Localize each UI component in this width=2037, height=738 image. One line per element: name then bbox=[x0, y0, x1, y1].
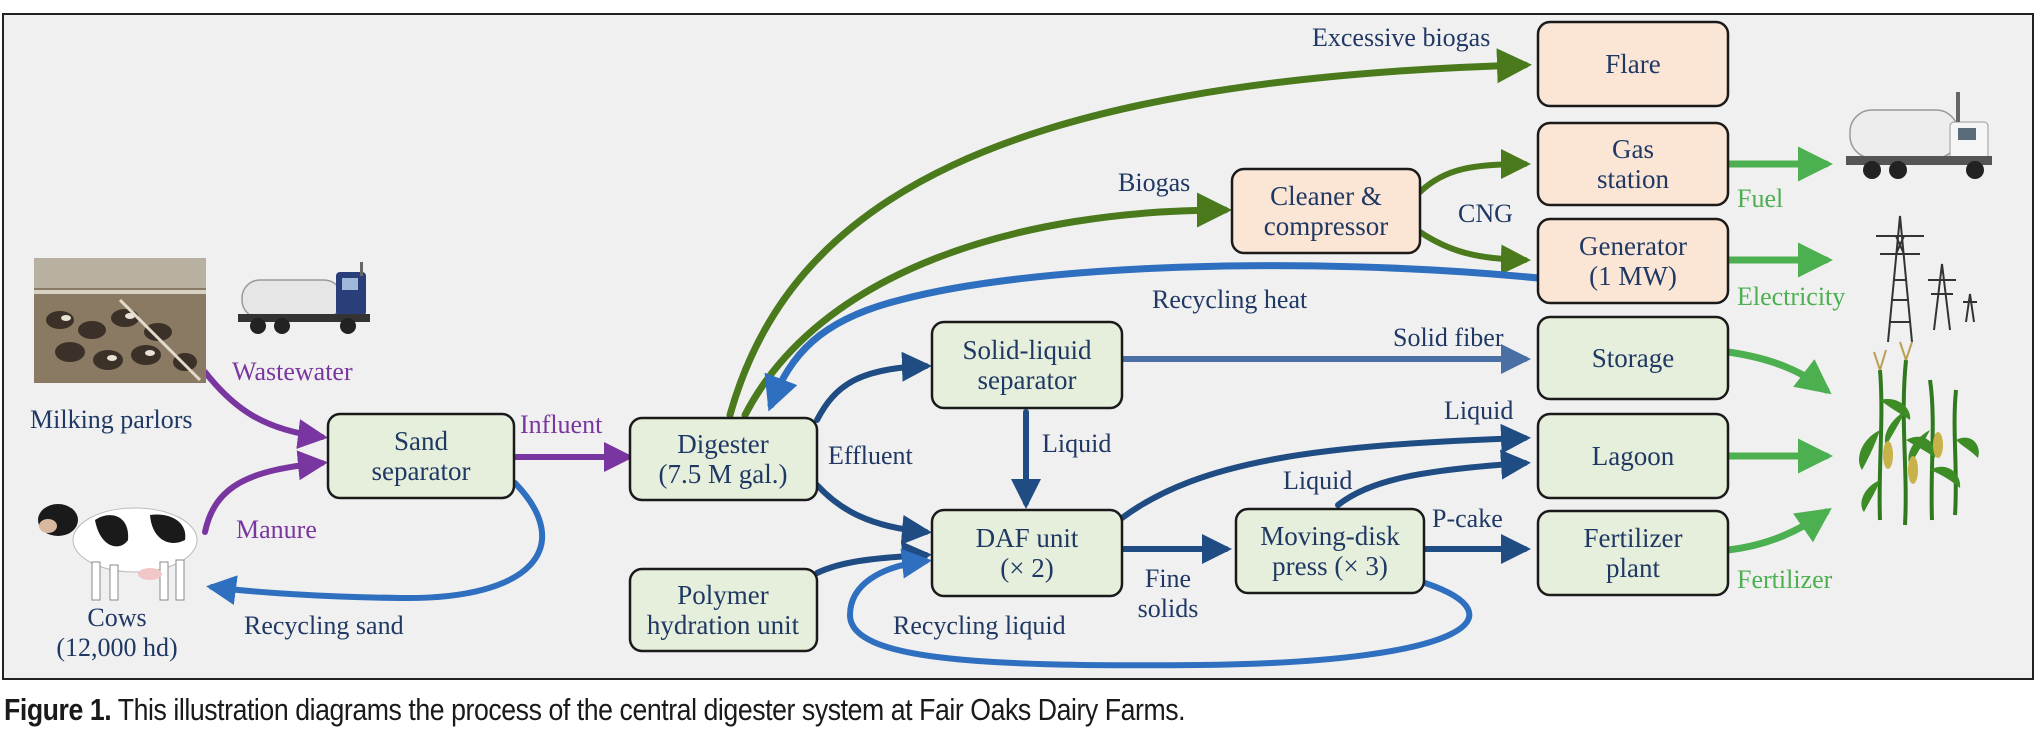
sand-separator-box bbox=[326, 412, 516, 500]
effluent-to-sl-arrow bbox=[814, 351, 932, 423]
fertilizer-out-arrow bbox=[1724, 508, 1832, 554]
milking-parlors-label: Milking parlors bbox=[30, 405, 193, 434]
biogas-label: Biogas bbox=[1118, 168, 1190, 197]
lagoon-label: Lagoon bbox=[1592, 441, 1675, 471]
excess-biogas-arrow bbox=[726, 48, 1532, 419]
manure-arrow bbox=[202, 450, 328, 535]
recycling-liquid-label: Recycling liquid bbox=[893, 611, 1066, 640]
cows-label: Cows(12,000 hd) bbox=[56, 603, 177, 662]
corn-plant-icon bbox=[1859, 341, 1979, 526]
generator-box bbox=[1536, 217, 1730, 305]
storage-out-arrow bbox=[1724, 348, 1832, 395]
recycling-sand-label: Recycling sand bbox=[244, 611, 404, 640]
recycling-heat-arrow bbox=[764, 262, 1542, 412]
fuel-truck-icon bbox=[1846, 92, 1992, 179]
storage-box bbox=[1536, 315, 1730, 401]
manure-label: Manure bbox=[236, 515, 317, 544]
gas-station-box bbox=[1536, 121, 1730, 207]
effluent-to-daf-arrow bbox=[814, 482, 932, 545]
daf-unit-label: DAF unit(× 2) bbox=[976, 523, 1079, 583]
caption-text: This illustration diagrams the process o… bbox=[111, 692, 1186, 727]
electricity-label: Electricity bbox=[1737, 282, 1845, 311]
solid-fiber-label: Solid fiber bbox=[1393, 323, 1504, 352]
daf-unit-box bbox=[930, 508, 1124, 598]
cng-to-gas-arrow bbox=[1417, 149, 1531, 195]
cleaner-compressor-box bbox=[1230, 167, 1422, 255]
storage-label: Storage bbox=[1592, 343, 1674, 373]
cng-to-generator-arrow bbox=[1417, 229, 1531, 275]
p-cake-label: P-cake bbox=[1432, 504, 1503, 533]
fertilizer-output-label: Fertilizer bbox=[1737, 565, 1833, 594]
flare-label: Flare bbox=[1605, 49, 1660, 79]
wastewater-label: Wastewater bbox=[232, 357, 353, 386]
biogas-arrow bbox=[741, 192, 1232, 419]
excessive-biogas-label: Excessive biogas bbox=[1312, 23, 1490, 52]
polymer-hydration-box bbox=[628, 567, 819, 653]
liquid-daf-label: Liquid bbox=[1444, 396, 1513, 425]
generator-label: Generator(1 MW) bbox=[1579, 231, 1687, 291]
solid-liquid-separator-box bbox=[930, 320, 1124, 410]
cow-icon bbox=[38, 504, 198, 601]
fuel-label: Fuel bbox=[1737, 184, 1783, 213]
fertilizer-plant-box bbox=[1536, 509, 1730, 597]
wastewater-arrow bbox=[202, 369, 328, 449]
figure-number: Figure 1. bbox=[4, 692, 112, 727]
effluent-label: Effluent bbox=[828, 441, 913, 470]
recycling-sand-arrow bbox=[206, 480, 545, 606]
power-tower-icon bbox=[1876, 215, 1977, 343]
liquid-daf-arrow bbox=[1119, 423, 1531, 521]
flare-box bbox=[1536, 20, 1730, 108]
recycling-heat-label: Recycling heat bbox=[1152, 285, 1308, 314]
tanker-truck-icon bbox=[238, 262, 370, 334]
moving-disk-press-box bbox=[1234, 507, 1426, 595]
recycling-liquid-arrow bbox=[846, 548, 1473, 669]
influent-label: Influent bbox=[520, 410, 603, 439]
lagoon-box bbox=[1536, 412, 1730, 500]
digester-box bbox=[628, 416, 819, 502]
milking-parlor-photo bbox=[34, 258, 206, 383]
liquid-sl-label: Liquid bbox=[1042, 429, 1111, 458]
digester-label: Digester(7.5 M gal.) bbox=[659, 429, 788, 489]
liquid-press-arrow bbox=[1335, 449, 1531, 508]
cleaner-compressor-label: Cleaner &compressor bbox=[1264, 181, 1388, 241]
cng-label: CNG bbox=[1458, 199, 1513, 228]
liquid-press-label: Liquid bbox=[1283, 466, 1352, 495]
figure-caption: Figure 1. This illustration diagrams the… bbox=[4, 692, 1750, 728]
